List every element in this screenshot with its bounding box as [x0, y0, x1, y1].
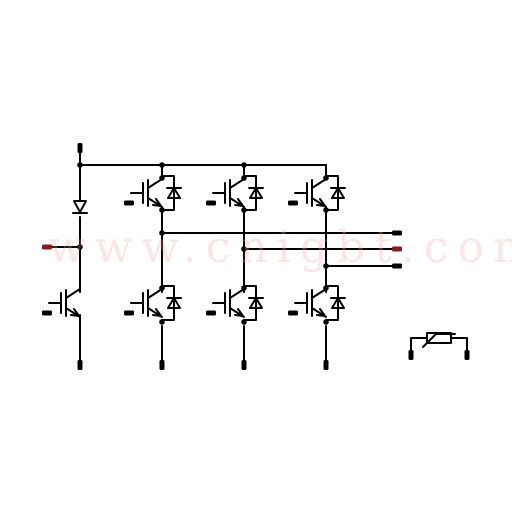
- brake-terminal: [42, 244, 52, 250]
- junction-dot: [241, 207, 247, 213]
- junction-dots: [77, 162, 329, 325]
- freewheel-diode: [248, 297, 264, 309]
- thermistor-terminal-2: [464, 350, 470, 360]
- phase-w-emitter-terminal: [323, 360, 329, 370]
- output-w-terminal: [392, 263, 402, 269]
- collector-lead: [65, 288, 81, 299]
- phase-w-high-switch: [294, 175, 346, 211]
- phase-w-low-gate-terminal: [288, 310, 298, 316]
- diode-symbol: [72, 200, 88, 214]
- phase-u-low-gate-terminal: [124, 310, 134, 316]
- phase-v-emitter-terminal: [241, 360, 247, 370]
- phase-v-high-switch: [212, 175, 264, 211]
- collector-lead: [311, 288, 327, 299]
- collector-lead: [229, 178, 245, 189]
- freewheel-diode: [166, 187, 182, 199]
- dc-positive-terminal: [77, 143, 83, 153]
- diode-loop: [161, 285, 175, 321]
- emitter-arrow: [70, 308, 80, 317]
- junction-dot: [159, 285, 165, 291]
- junction-dot: [241, 175, 247, 181]
- emitter-arrow: [316, 198, 326, 207]
- phase-v-low-switch: [212, 285, 264, 321]
- junction-dot: [241, 162, 247, 168]
- junction-dot: [159, 319, 165, 325]
- collector-lead: [311, 178, 327, 189]
- emitter-arrow: [152, 198, 162, 207]
- schematic-wiring: [49, 151, 468, 363]
- junction-dot: [323, 319, 329, 325]
- emitter-arrow: [234, 198, 244, 207]
- junction-dot: [323, 263, 329, 269]
- junction-dot: [159, 175, 165, 181]
- output-u-terminal: [392, 230, 402, 236]
- brake-gate-terminal: [42, 310, 52, 316]
- dc-negative-terminal: [77, 360, 83, 370]
- collector-lead: [147, 288, 163, 299]
- emitter-arrow: [234, 308, 244, 317]
- junction-dot: [241, 285, 247, 291]
- output-v-terminal: [392, 246, 402, 252]
- phase-u-emitter-terminal: [159, 360, 165, 370]
- junction-dot: [323, 207, 329, 213]
- collector-lead: [147, 178, 163, 189]
- junction-dot: [323, 175, 329, 181]
- brake-igbt: [48, 288, 81, 318]
- diode-loop: [243, 175, 257, 211]
- brake-diode: [72, 200, 88, 214]
- ntc-thermistor: [422, 332, 456, 348]
- diode-loop: [243, 285, 257, 321]
- phase-w-high-gate-terminal: [288, 200, 298, 206]
- freewheel-diode: [330, 187, 346, 199]
- phase-v-high-gate-terminal: [206, 200, 216, 206]
- schematic-terminals: [42, 143, 470, 370]
- freewheel-diode: [330, 297, 346, 309]
- emitter-arrow: [152, 308, 162, 317]
- phase-u-high-switch: [130, 175, 182, 211]
- freewheel-diode: [248, 187, 264, 199]
- junction-dot: [159, 162, 165, 168]
- phase-w-low-switch: [294, 285, 346, 321]
- diode-loop: [161, 175, 175, 211]
- diode-loop: [325, 285, 339, 321]
- phase-v-low-gate-terminal: [206, 310, 216, 316]
- emitter-arrow: [316, 308, 326, 317]
- junction-dot: [323, 285, 329, 291]
- thermistor-terminal-1: [408, 350, 414, 360]
- phase-u-high-gate-terminal: [124, 200, 134, 206]
- freewheel-diode: [166, 297, 182, 309]
- thermistor-slash: [422, 333, 456, 348]
- phase-u-low-switch: [130, 285, 182, 321]
- thermistor-wire: [410, 337, 468, 351]
- collector-lead: [229, 288, 245, 299]
- diode-loop: [325, 175, 339, 211]
- junction-dot: [77, 162, 83, 168]
- schematic-devices: [48, 175, 456, 348]
- junction-dot: [159, 230, 165, 236]
- junction-dot: [241, 319, 247, 325]
- junction-dot: [241, 246, 247, 252]
- junction-dot: [77, 244, 83, 250]
- junction-dot: [159, 207, 165, 213]
